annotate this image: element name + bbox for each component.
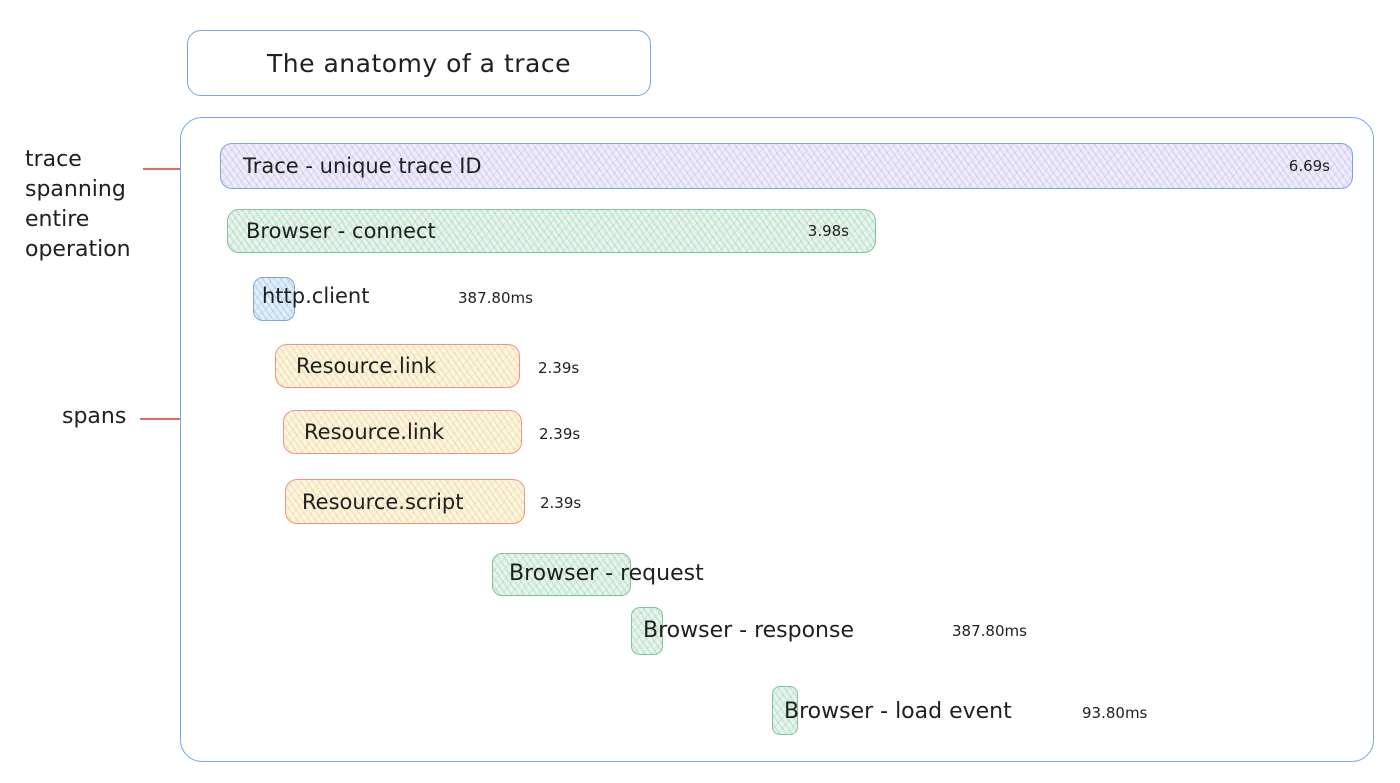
span-duration: 387.80ms [458, 289, 533, 307]
span-bar-resource-link-1: Resource.link [275, 344, 520, 388]
span-duration: 2.39s [538, 359, 580, 377]
span-bar-browser-connect: Browser - connect 3.98s [227, 209, 876, 253]
span-label: Browser - connect [246, 219, 436, 243]
callout-spans-label: spans [62, 404, 127, 429]
diagram-title-box: The anatomy of a trace [187, 30, 651, 96]
span-bar-browser-load-event [772, 686, 798, 735]
span-label: Resource.link [304, 420, 445, 444]
span-duration: 3.98s [807, 222, 849, 240]
span-duration: 6.69s [1288, 157, 1330, 175]
span-label: Browser - load event [784, 699, 1012, 724]
span-label: Browser - request [509, 561, 704, 586]
span-label: http.client [262, 284, 370, 308]
span-duration: 2.39s [539, 425, 581, 443]
span-label: Resource.link [296, 354, 437, 378]
callout-spans-line [140, 418, 210, 420]
span-bar-resource-script: Resource.script [285, 479, 525, 524]
span-duration: 2.39s [540, 494, 582, 512]
span-label: Browser - response [643, 618, 854, 643]
span-label: Trace - unique trace ID [243, 154, 482, 178]
span-bar-browser-response [631, 607, 663, 655]
span-bar-resource-link-2: Resource.link [283, 410, 522, 454]
span-bar-http-client [253, 277, 295, 321]
span-duration: 93.80ms [1082, 704, 1148, 722]
span-duration: 387.80ms [952, 622, 1027, 640]
span-label: Resource.script [302, 489, 464, 514]
diagram-title: The anatomy of a trace [267, 48, 571, 78]
span-bar-trace: Trace - unique trace ID 6.69s [220, 143, 1353, 189]
callout-trace-line [143, 168, 206, 170]
callout-trace-label: trace spanning entire operation [25, 147, 131, 262]
span-bar-browser-request [492, 553, 631, 596]
